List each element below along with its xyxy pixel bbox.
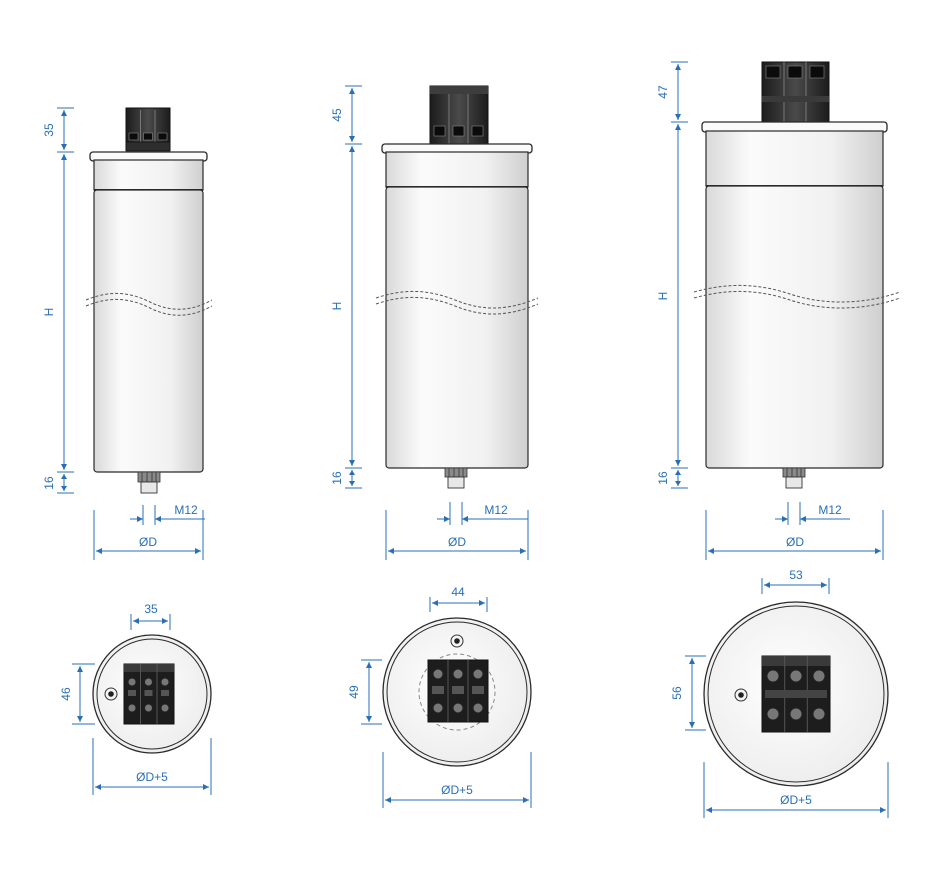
capacitor-medium-side-view [375,85,539,489]
height-label: H [42,308,56,317]
terminal-depth-label: 46 [59,687,73,701]
capacitor-medium-top-view: 44 49 ØD+5 [347,585,532,808]
height-label: H [656,292,670,301]
terminal-depth-label: 56 [670,686,684,700]
terminal-height-label: 35 [42,123,56,137]
bolt-length-label: 16 [656,471,670,485]
outer-diameter-label: ØD+5 [136,770,168,784]
terminal-height-label: 47 [656,85,670,99]
cylinder-body [385,186,529,469]
capacitor-medium-dimensions: 45 H 16 M12 ØD [330,85,529,560]
capacitor-small-dimensions: 35 H 16 M12 ØD [42,107,205,560]
cylinder-body [705,185,884,469]
cylinder-body [93,189,204,473]
outer-diameter-label: ØD+5 [441,783,473,797]
mounting-bolt [137,471,161,494]
capacitor-large-dimensions: 47 H 16 M12 ØD [656,61,884,560]
terminal-block-top [761,655,831,733]
terminal-depth-label: 49 [347,685,361,699]
thread-label: M12 [174,503,198,517]
terminal-block [125,107,171,152]
mounting-bolt [444,467,468,489]
diameter-label: ØD [139,535,157,549]
lid [93,159,204,191]
terminal-block-top [123,663,175,725]
break-line [375,291,539,309]
capacitor-small-top-view: 35 46 ØD+5 [59,602,212,795]
terminal-block [761,61,830,123]
thread-label: M12 [484,503,508,517]
thread-label: M12 [818,503,842,517]
outer-diameter-label: ØD+5 [780,793,812,807]
diameter-label: ØD [448,535,466,549]
break-line [85,292,213,310]
bolt-length-label: 16 [42,476,56,490]
capacitor-large-top-view: 53 56 ØD+5 [670,568,889,818]
terminal-width-label: 44 [451,585,465,599]
diameter-label: ØD [786,535,804,549]
lid [705,130,884,187]
capacitor-large-side-view [693,61,901,489]
bolt-length-label: 16 [330,471,344,485]
terminal-block-top [427,659,489,723]
terminal-block [429,85,489,145]
terminal-width-label: 53 [789,568,803,582]
terminal-width-label: 35 [144,602,158,616]
height-label: H [330,302,344,311]
capacitor-small-side-view [85,107,213,494]
mounting-bolt [782,467,806,489]
lid [385,151,529,188]
terminal-height-label: 45 [330,108,344,122]
break-line [693,285,901,303]
